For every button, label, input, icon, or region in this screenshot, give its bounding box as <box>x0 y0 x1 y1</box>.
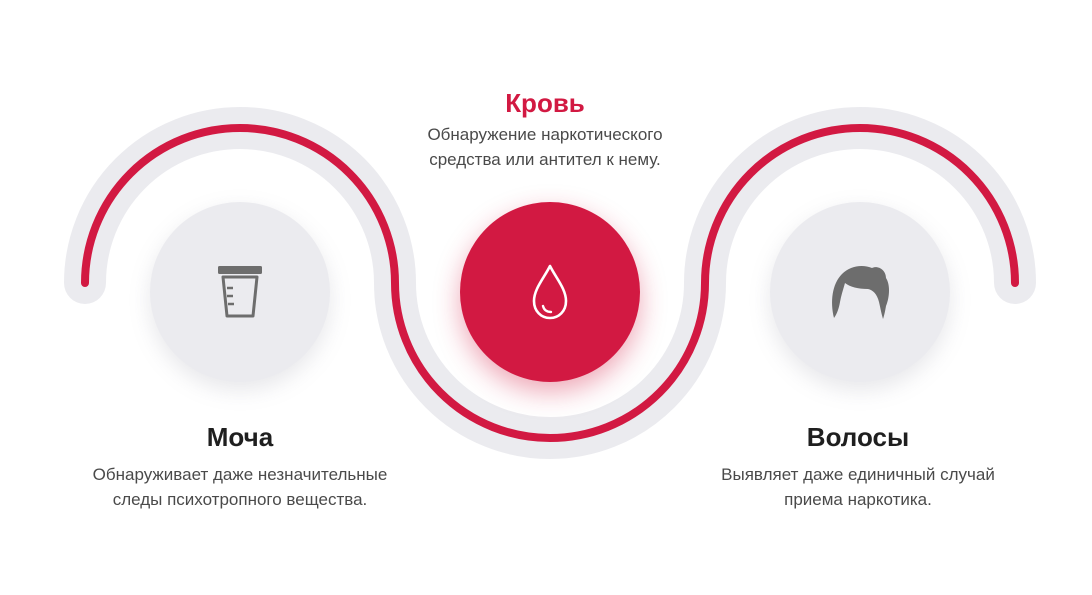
hair-description: Выявляет даже единичный случай приема на… <box>721 465 995 509</box>
blood-circle <box>460 202 640 382</box>
urine-description: Обнаруживает даже незначительные следы п… <box>92 465 388 509</box>
wave-line <box>81 124 1019 442</box>
blood-description: Обнаружение наркотического средства или … <box>427 125 663 169</box>
urine-title: Моча <box>206 422 274 452</box>
hair-icon <box>832 266 889 319</box>
hair-circle <box>770 202 950 382</box>
blood-title: Кровь <box>505 88 585 118</box>
hair-title: Волосы <box>806 422 910 452</box>
blood-drop-icon <box>532 264 568 320</box>
urine-container-icon <box>218 266 262 318</box>
urine-circle <box>150 202 330 382</box>
